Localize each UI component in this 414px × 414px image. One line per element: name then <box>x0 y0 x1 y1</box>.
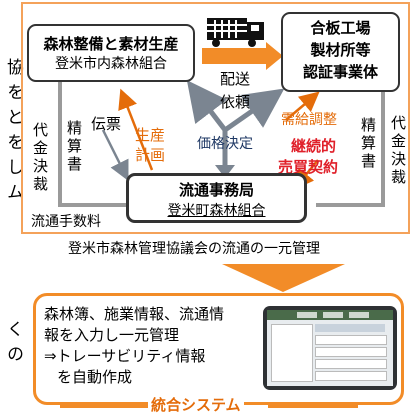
label-seisan: 生産 <box>135 126 166 144</box>
left-side-text-top: 協をとをしム <box>3 58 23 208</box>
diagram-frame <box>21 2 410 234</box>
system-text-2: 報を入力し一元管理 <box>44 326 180 344</box>
label-daikin-right: 代金決裁 <box>389 115 407 187</box>
label-seisansho-right: 精算書 <box>359 117 377 171</box>
processor-box: 合板工場 製材所等 認証事業体 <box>281 12 400 92</box>
label-denpyo: 伝票 <box>91 115 122 133</box>
processor-line1: 合板工場 <box>310 19 371 37</box>
producer-title: 森林整備と素材生産 <box>43 35 179 53</box>
label-irai: 依頼 <box>220 93 251 111</box>
office-subtitle: 登米町森林組合 <box>167 203 266 219</box>
processor-line2: 製材所等 <box>310 41 371 59</box>
system-title-line-right <box>268 405 358 408</box>
distribution-office-box: 流通事務局 登米町森林組合 <box>126 173 307 223</box>
label-haiso: 配送 <box>220 70 251 88</box>
label-keizoku: 継続的 <box>291 137 337 155</box>
label-keikaku: 計画 <box>135 146 166 164</box>
system-title: 統合システム <box>148 397 244 413</box>
tablet-screen <box>267 310 393 386</box>
system-text-1: 森林簿、施業情報、流通情 <box>44 305 225 323</box>
diagram-caption: 登米市森林管理協議会の流通の一元管理 <box>68 241 320 257</box>
system-title-line-left <box>60 405 148 408</box>
tablet-image <box>263 306 397 390</box>
label-tesuryo: 流通手数料 <box>31 214 101 230</box>
system-text-3: ⇒トレーサビリティ情報 <box>44 347 206 365</box>
label-kakaku: 価格決定 <box>197 136 253 152</box>
producer-subtitle: 登米市内森林組合 <box>55 56 167 72</box>
system-title-text: 統合システム <box>151 396 241 414</box>
label-daikin-left: 代金決裁 <box>31 122 49 194</box>
processor-line3: 認証事業体 <box>302 63 378 81</box>
label-seisansho-left: 精算書 <box>65 120 83 174</box>
label-baibai: 売買契約 <box>278 158 339 176</box>
producer-box: 森林整備と素材生産 登米市内森林組合 <box>27 24 195 82</box>
label-jukyu: 需給調整 <box>281 112 337 128</box>
left-side-text-bottom: くの <box>3 320 23 370</box>
office-title: 流通事務局 <box>178 181 254 199</box>
truck-icon <box>207 18 264 47</box>
system-text-4: を自動作成 <box>57 368 133 386</box>
